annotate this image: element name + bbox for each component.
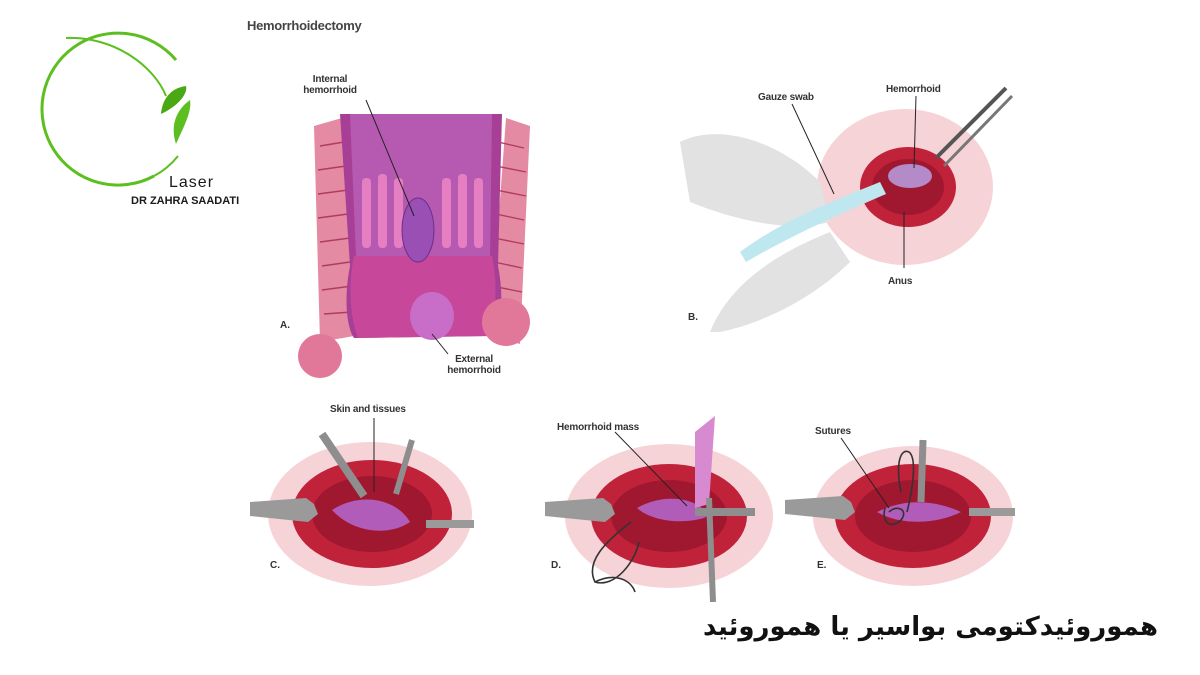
internal-hemorrhoid-label: Internal hemorrhoid [303, 74, 357, 96]
panel-e-letter: E. [817, 560, 827, 571]
page-caption: هموروئیدکتومی بواسیر یا هموروئید [702, 612, 1158, 642]
hemorrhoid-label: Hemorrhoid [886, 84, 941, 95]
anus-label: Anus [888, 276, 913, 287]
skin-tissues-label: Skin and tissues [330, 404, 406, 415]
hemorrhoid-mass-illustration [545, 416, 773, 602]
panel-a: Internal hemorrhoid External hemorrhoid … [280, 66, 552, 386]
logo-subtitle: DR ZAHRA SAADATI [131, 195, 240, 207]
skin-tissues-illustration [250, 418, 474, 586]
external-hemorrhoid-label: External hemorrhoid [447, 354, 501, 376]
hemorrhoid-mass-label: Hemorrhoid mass [557, 422, 640, 433]
panel-c: Skin and tissues C. [250, 402, 480, 592]
panel-c-letter: C. [270, 560, 280, 571]
panel-a-letter: A. [280, 320, 290, 331]
sutures-label: Sutures [815, 426, 851, 437]
figure-title: Hemorrhoidectomy [247, 18, 362, 33]
panel-e: Sutures E. [785, 412, 1015, 602]
panel-b: Gauze swab Hemorrhoid Anus B. [680, 82, 1020, 332]
panel-d-letter: D. [551, 560, 561, 571]
sutures-illustration [785, 437, 1015, 586]
gauze-swab-label: Gauze swab [758, 92, 814, 103]
panel-d: Hemorrhoid mass D. [545, 412, 775, 602]
panel-b-letter: B. [688, 312, 698, 323]
clinic-logo: Laser DR ZAHRA SAADATI [26, 26, 266, 207]
rectum-illustration [298, 99, 530, 378]
logo-title: Laser [169, 174, 215, 191]
gauze-swab-illustration [680, 86, 1014, 332]
leaf-ring-icon [40, 31, 191, 187]
